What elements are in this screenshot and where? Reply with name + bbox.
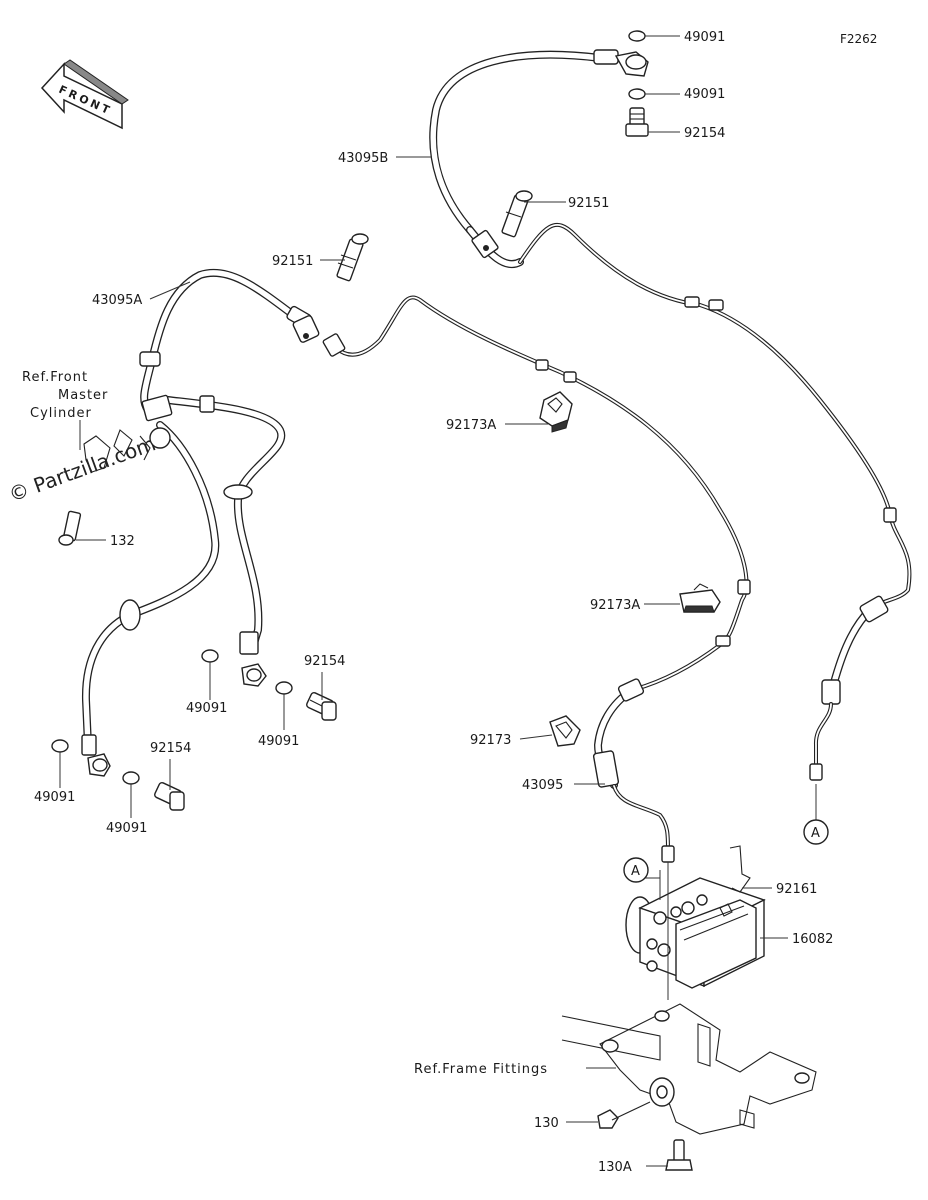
- banjo-fitting-left-lower: [51, 739, 185, 811]
- connector-a-label-left: A: [631, 864, 640, 879]
- ref-master-cylinder-line3: Cylinder: [30, 406, 92, 421]
- leader-lines: [59, 35, 788, 1167]
- callout-49091-left-a: 49091: [186, 701, 227, 716]
- callout-16082: 16082: [792, 932, 833, 947]
- callout-92161: 92161: [776, 882, 817, 897]
- brake-hose-43095b: [429, 49, 619, 269]
- abs-mounting-bracket: [561, 1003, 817, 1135]
- callout-92151-right: 92151: [568, 196, 609, 211]
- callout-92154-top: 92154: [684, 126, 725, 141]
- connector-a-mark-left: [623, 857, 649, 883]
- callout-49091-mid: 49091: [684, 87, 725, 102]
- callout-43095: 43095: [522, 778, 563, 793]
- abs-hydraulic-unit: [625, 877, 766, 989]
- callout-43095a: 43095A: [92, 293, 142, 308]
- master-cylinder-ref-mark: [83, 429, 151, 473]
- callout-92154-mid: 92154: [304, 654, 345, 669]
- callout-92151-left: 92151: [272, 254, 313, 269]
- banjo-fitting-top: [614, 30, 649, 137]
- bolt-92151-right: [501, 190, 533, 238]
- ref-master-cylinder-line1: Ref.Front: [22, 370, 88, 385]
- bolt-130: [597, 1101, 651, 1129]
- callout-130: 130: [534, 1116, 559, 1131]
- watermark: © Partzilla.com: [6, 431, 159, 506]
- bolt-130a: [665, 1139, 693, 1171]
- callout-92173a-lower: 92173A: [590, 598, 640, 613]
- ref-frame-fittings: Ref.Frame Fittings: [414, 1062, 548, 1077]
- abs-bracket-plate-92161: [729, 845, 751, 893]
- callout-92154-lower: 92154: [150, 741, 191, 756]
- connector-a-label-right: A: [811, 826, 820, 841]
- callout-130a: 130A: [598, 1160, 632, 1175]
- clamp-92173a-upper: [539, 391, 573, 433]
- callout-49091-left-d: 49091: [106, 821, 147, 836]
- clamp-92173a-lower: [679, 583, 721, 613]
- bolt-132: [58, 510, 82, 546]
- connector-a-mark-right: [803, 819, 829, 845]
- figure-code: F2262: [840, 32, 877, 46]
- bolt-92151-left: [336, 233, 369, 282]
- callout-92173a-upper: 92173A: [446, 418, 496, 433]
- brake-hose-43095a: [81, 268, 320, 756]
- callout-92173: 92173: [470, 733, 511, 748]
- callout-43095b: 43095B: [338, 151, 388, 166]
- callout-132: 132: [110, 534, 135, 549]
- callout-49091-left-c: 49091: [34, 790, 75, 805]
- ref-master-cylinder-line2: Master: [58, 388, 108, 403]
- callout-49091-top: 49091: [684, 30, 725, 45]
- front-arrow-icon: FRONT: [40, 59, 129, 130]
- callout-49091-left-b: 49091: [258, 734, 299, 749]
- clamp-92173: [549, 715, 581, 747]
- pipe-joint-right: [684, 296, 897, 523]
